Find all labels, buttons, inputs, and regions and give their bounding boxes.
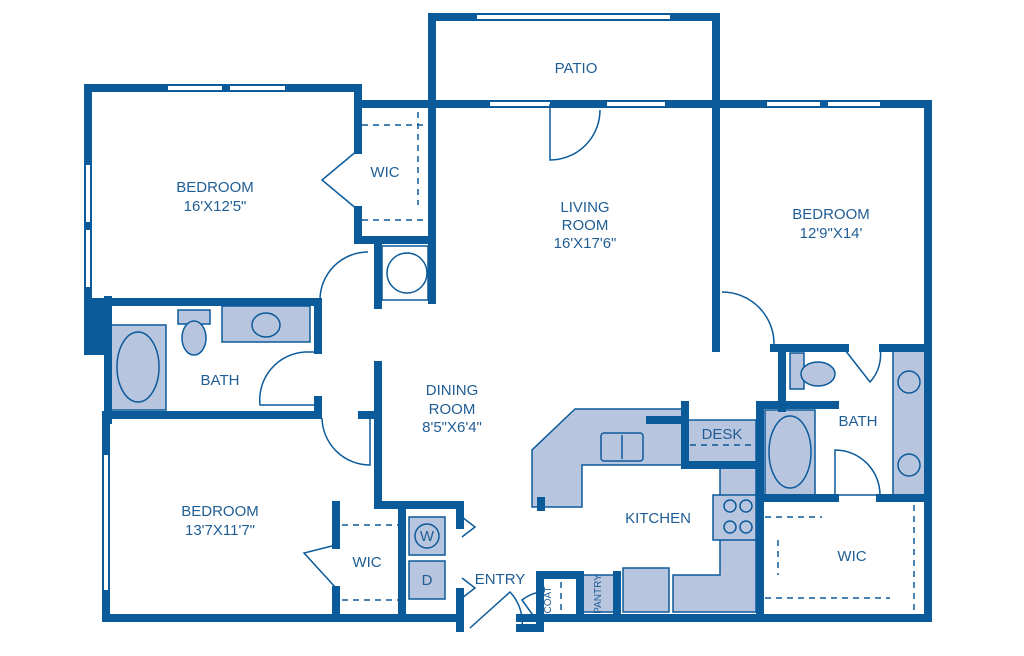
washer-label: W [420, 528, 435, 545]
bedroom1-size: 16'X12'5" [184, 198, 247, 215]
dryer-label: D [422, 572, 433, 589]
kitchen-label: KITCHEN [625, 510, 691, 527]
living-label-1: LIVING [560, 199, 609, 216]
coat-label: COAT [543, 586, 554, 613]
fixtures [109, 245, 926, 613]
windows [86, 15, 880, 590]
tub-1 [109, 324, 167, 411]
doors [258, 104, 915, 629]
bath2-label: BATH [839, 413, 878, 430]
patio-label: PATIO [555, 60, 598, 77]
dining-size: 8'5"X6'4" [422, 419, 482, 436]
wic2-label: WIC [352, 554, 381, 571]
bedroom1-label: BEDROOM [176, 179, 254, 196]
dryer [408, 560, 446, 600]
refrigerator [622, 567, 670, 613]
bedroom2-label: BEDROOM [792, 206, 870, 223]
dining-label-2: ROOM [429, 401, 476, 418]
tub-2 [764, 409, 816, 496]
toilet-1 [181, 320, 207, 356]
wic3-label: WIC [837, 548, 866, 565]
wic1-label: WIC [370, 164, 399, 181]
dining-label-1: DINING [426, 382, 479, 399]
bath1-label: BATH [201, 372, 240, 389]
entry-label: ENTRY [475, 571, 526, 588]
living-size: 16'X17'6" [554, 235, 617, 252]
vanity-1 [221, 305, 311, 343]
room-labels: PATIO LIVING ROOM 16'X17'6" BEDROOM 16'X… [176, 60, 877, 614]
bedroom2-size: 12'9"X14' [800, 225, 863, 242]
bedroom3-size: 13'7X11'7" [185, 522, 255, 539]
water-heater [386, 252, 428, 294]
toilet-2 [800, 361, 836, 387]
pantry-label: PANTRY [593, 574, 604, 614]
desk-label: DESK [702, 426, 743, 443]
living-label-2: ROOM [562, 217, 609, 234]
bedroom3-label: BEDROOM [181, 503, 259, 520]
